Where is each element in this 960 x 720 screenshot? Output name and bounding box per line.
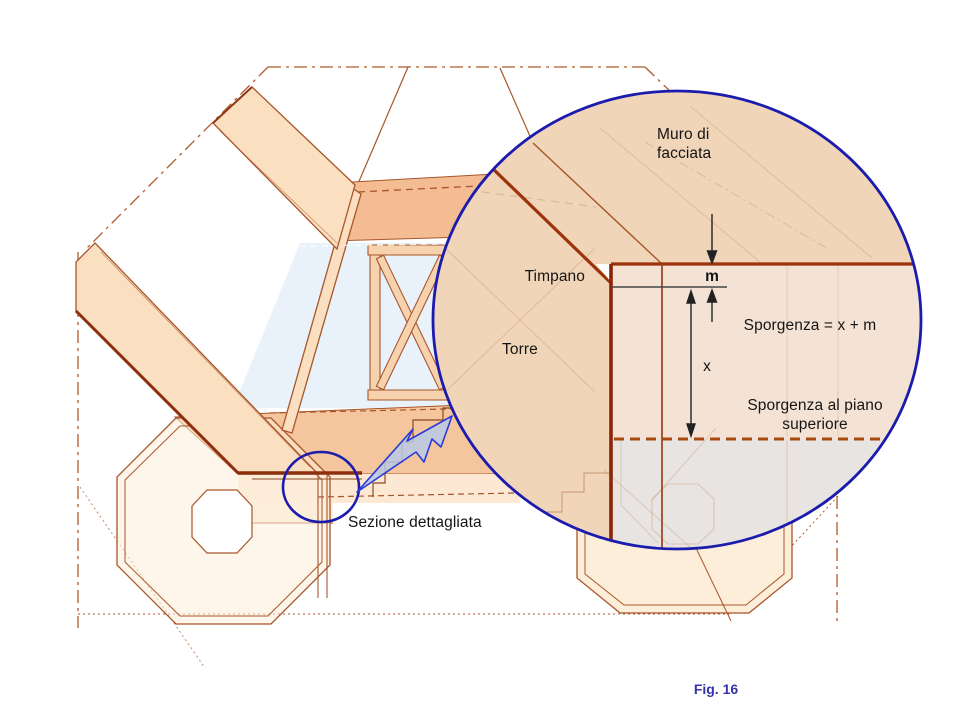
- octagon-opening: [191, 489, 253, 554]
- rafter-beam-upper: [212, 86, 356, 251]
- label-dim-m: m: [705, 268, 719, 285]
- roof-line-magnified: [532, 142, 663, 265]
- magnifier-circle: [431, 89, 923, 551]
- roof-line: [499, 67, 534, 144]
- slanted-post: [281, 185, 362, 434]
- detail-indicator-circle: [281, 450, 361, 524]
- dashed-projection-line: [317, 492, 516, 498]
- figure-caption: Fig. 16: [694, 681, 739, 697]
- label-timpano: Timpano: [525, 268, 585, 285]
- window-backdrop: [233, 243, 470, 408]
- label-torre: Torre: [502, 341, 538, 358]
- detail-lens: Muro di facciata Timpano Torre m x Sporg…: [431, 89, 923, 551]
- dimension-m-arrows: [706, 214, 718, 322]
- corner-notch: [596, 264, 611, 282]
- lens-content: [444, 105, 921, 549]
- label-sporgenza-piano-1: Sporgenza al piano: [747, 397, 882, 414]
- lens-faint-details: [444, 105, 873, 549]
- rafter-beam-lower: [74, 242, 320, 475]
- callout-arrow-icon: [356, 415, 453, 493]
- label-sporgenza-piano-2: superiore: [782, 416, 848, 433]
- label-sporgenza-eq: Sporgenza = x + m: [744, 317, 877, 334]
- dimension-x-arrows: [686, 288, 696, 439]
- label-muro-line1: Muro di: [657, 126, 709, 143]
- lens-labels: Muro di facciata Timpano Torre m x Sporg…: [502, 126, 883, 433]
- label-dim-x: x: [703, 358, 711, 375]
- detail-callout-label: Sezione dettagliata: [348, 514, 482, 531]
- gable-edge-line: [488, 164, 613, 285]
- roof-line: [356, 66, 409, 187]
- label-muro-line2: facciata: [657, 145, 711, 162]
- facade-projection-face: [612, 264, 921, 439]
